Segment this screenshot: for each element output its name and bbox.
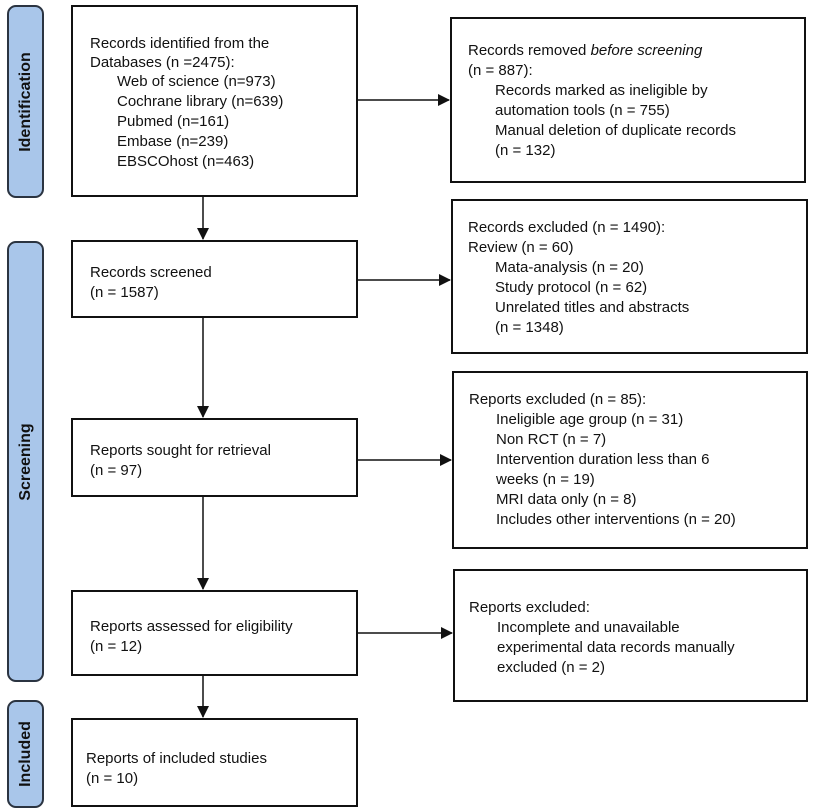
eligibility-excluded-item-3: excluded (n = 2) xyxy=(497,659,605,676)
report-excluded-non-rct: Non RCT (n = 7) xyxy=(496,431,607,448)
reports-assessed-count: (n = 12) xyxy=(90,638,143,655)
eligibility-excluded-heading: Reports excluded: xyxy=(469,599,590,616)
reports-assessed-label: Reports assessed for eligibility xyxy=(90,618,293,635)
reports-assessed-box: Reports assessed for eligibility (n = 12… xyxy=(71,590,358,676)
report-excluded-other-interventions: Includes other interventions (n = 20) xyxy=(496,511,736,528)
source-embase: Embase (n=239) xyxy=(117,133,229,150)
records-excluded-heading: Records excluded (n = 1490): xyxy=(468,219,666,236)
report-excluded-duration: Intervention duration less than 6 xyxy=(496,451,710,468)
included-studies-box: Reports of included studies (n = 10) xyxy=(71,718,358,807)
reports-sought-box: Reports sought for retrieval (n = 97) xyxy=(71,418,358,497)
reports-sought-count: (n = 97) xyxy=(90,462,143,479)
source-pubmed: Pubmed (n=161) xyxy=(117,113,230,130)
records-removed-emphasis: before screening xyxy=(590,42,703,59)
included-studies-label: Reports of included studies xyxy=(86,750,267,767)
reports-sought-label: Reports sought for retrieval xyxy=(90,442,271,459)
records-identified-heading-2: Databases (n =2475): xyxy=(90,54,235,71)
eligibility-excluded-box: Reports excluded: Incomplete and unavail… xyxy=(453,569,808,702)
records-removed-count: (n = 887): xyxy=(468,62,533,79)
records-removed-box: Records removed before screening (n = 88… xyxy=(450,17,806,183)
report-excluded-duration-count: weeks (n = 19) xyxy=(496,471,595,488)
phase-included: Included xyxy=(7,700,44,808)
records-identified-box: Records identified from the Databases (n… xyxy=(71,5,358,197)
source-cochrane-library: Cochrane library (n=639) xyxy=(117,93,284,110)
records-screened-label: Records screened xyxy=(90,264,212,281)
removed-item-ineligible: Records marked as ineligible by xyxy=(495,82,708,99)
excluded-item-unrelated: Unrelated titles and abstracts xyxy=(495,299,690,316)
report-excluded-age: Ineligible age group (n = 31) xyxy=(496,411,684,428)
records-excluded-review: Review (n = 60) xyxy=(468,239,574,256)
removed-item-ineligible-count: automation tools (n = 755) xyxy=(495,102,670,119)
source-ebscohost: EBSCOhost (n=463) xyxy=(117,153,255,170)
phase-screening: Screening xyxy=(7,241,44,682)
phase-identification: Identification xyxy=(7,5,44,198)
records-screened-box: Records screened (n = 1587) xyxy=(71,240,358,318)
removed-item-duplicates-count: (n = 132) xyxy=(495,142,556,159)
reports-excluded-box: Reports excluded (n = 85): Ineligible ag… xyxy=(452,371,808,549)
included-studies-count: (n = 10) xyxy=(86,770,139,787)
excluded-item-study-protocol: Study protocol (n = 62) xyxy=(495,279,648,296)
report-excluded-mri: MRI data only (n = 8) xyxy=(496,491,637,508)
eligibility-excluded-item-2: experimental data records manually xyxy=(497,639,735,656)
source-web-of-science: Web of science (n=973) xyxy=(117,73,276,90)
records-removed-heading: Records removed before screening xyxy=(468,42,703,59)
records-excluded-box: Records excluded (n = 1490): Review (n =… xyxy=(451,199,808,354)
excluded-item-meta-analysis: Mata-analysis (n = 20) xyxy=(495,259,644,276)
eligibility-excluded-item-1: Incomplete and unavailable xyxy=(497,619,680,636)
removed-item-duplicates: Manual deletion of duplicate records xyxy=(495,122,736,139)
reports-excluded-heading: Reports excluded (n = 85): xyxy=(469,391,647,408)
records-screened-count: (n = 1587) xyxy=(90,284,159,301)
excluded-item-unrelated-count: (n = 1348) xyxy=(495,319,564,336)
records-identified-heading-1: Records identified from the xyxy=(90,35,270,52)
